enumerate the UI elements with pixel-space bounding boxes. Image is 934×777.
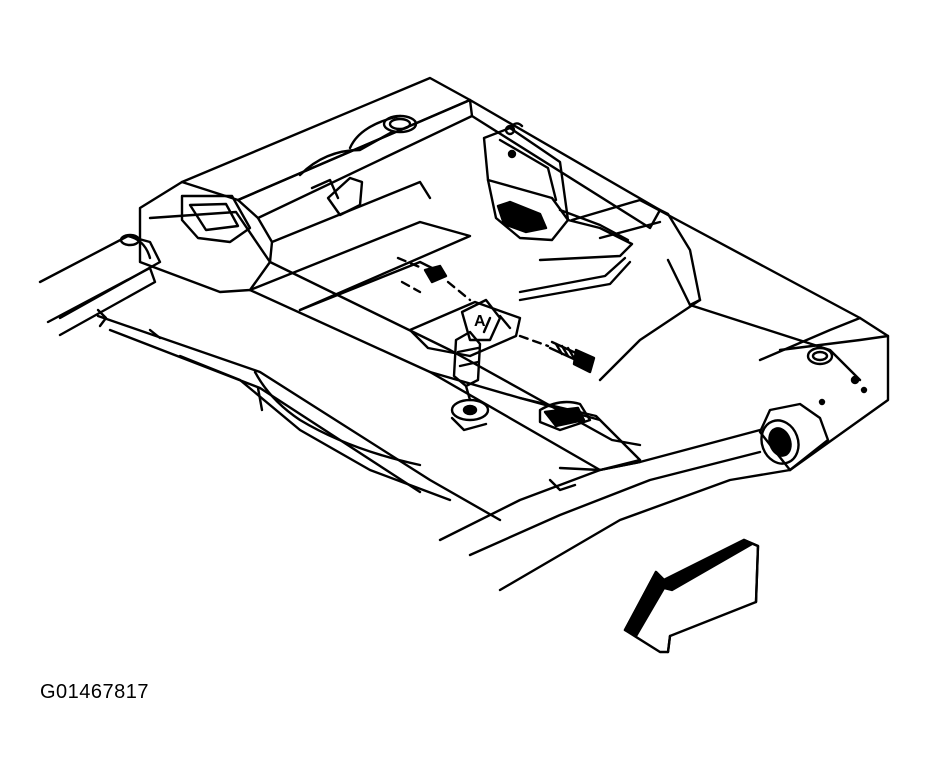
front-crossmember	[438, 396, 792, 592]
lower-left-rail	[96, 314, 502, 522]
callout-label: A	[474, 313, 486, 330]
rear-crossmember	[180, 76, 662, 230]
left-frame-front	[119, 180, 274, 294]
direction-arrow-icon	[623, 538, 760, 654]
front-right-end	[758, 375, 868, 472]
cross-bracket-left	[248, 176, 472, 312]
fasteners	[396, 256, 596, 374]
figure-id-label: G01467817	[40, 681, 150, 703]
lines	[518, 208, 634, 302]
canister-assembly	[482, 122, 570, 242]
left-rail	[38, 234, 162, 337]
bracket-assembly	[408, 298, 522, 432]
right-frame-rail	[570, 198, 890, 472]
